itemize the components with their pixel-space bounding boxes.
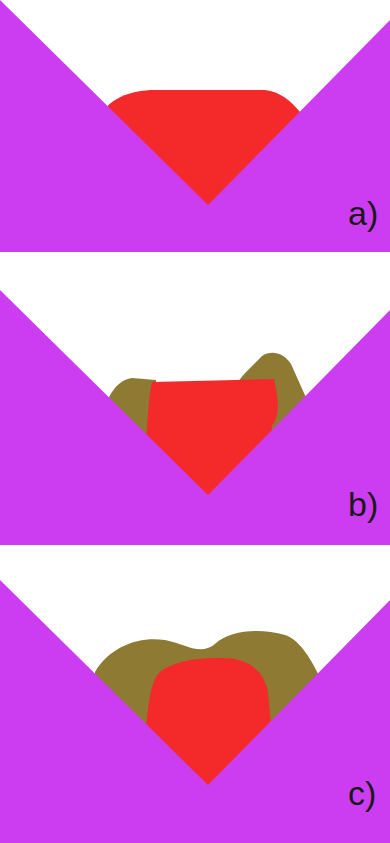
panel-letter: b) bbox=[348, 487, 378, 521]
v-groove-substrate bbox=[0, 580, 390, 843]
panel-letter: c) bbox=[348, 776, 376, 810]
panel-a bbox=[0, 0, 390, 252]
v-groove-substrate bbox=[0, 0, 390, 252]
panel-c bbox=[0, 580, 390, 843]
v-groove-substrate bbox=[0, 290, 390, 545]
panel-b bbox=[0, 290, 390, 545]
panel-letter: a) bbox=[348, 196, 378, 230]
